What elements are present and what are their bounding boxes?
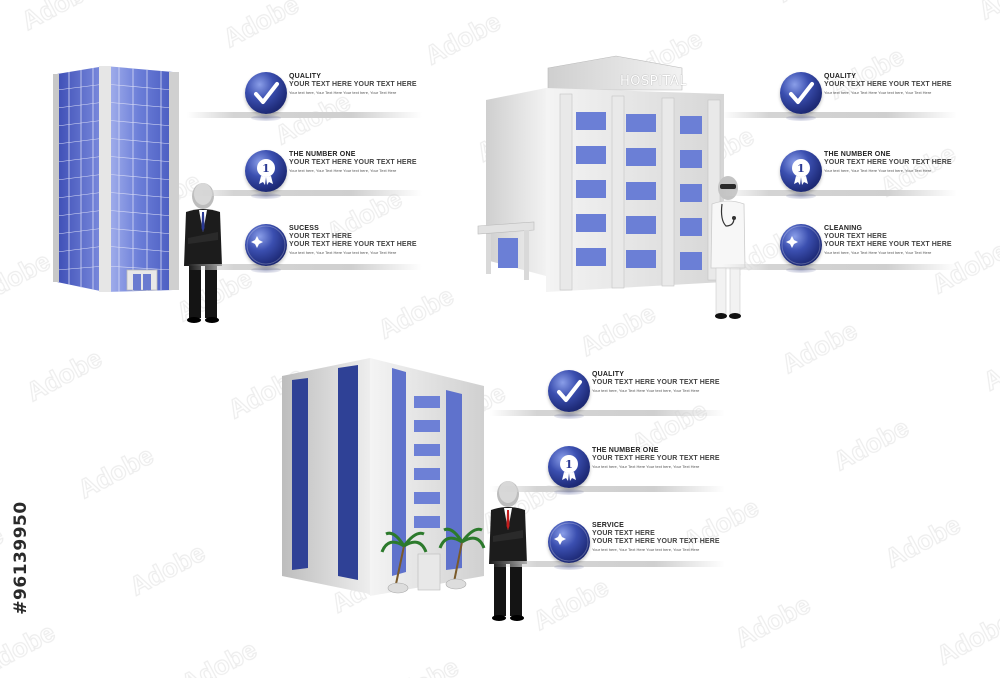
info-item-caption: Your text here, Your Text Here Your text…: [289, 90, 397, 95]
info-item-text: YOUR TEXT HERE YOUR TEXT HERE: [592, 538, 720, 545]
orb-button: [780, 224, 822, 266]
info-item-title: SUCESS: [289, 225, 319, 232]
orb-reflection: [554, 489, 584, 495]
orb-reflection: [251, 267, 281, 273]
info-item-text: YOUR TEXT HERE: [824, 233, 887, 240]
info-item-title: SERVICE: [592, 522, 625, 529]
info-item-caption: Your text here, Your Text Here Your text…: [289, 250, 397, 255]
orb-button: [548, 370, 590, 412]
info-item-title: CLEANING: [824, 225, 863, 232]
shelf-divider: [187, 112, 422, 118]
shelf-divider: [722, 190, 957, 196]
info-item-caption: Your text here, Your Text Here Your text…: [592, 388, 700, 393]
checkmark-icon: [789, 82, 814, 104]
hospital-sign: HOSPITAL: [620, 74, 688, 89]
info-item-text: YOUR TEXT HERE YOUR TEXT HERE: [824, 241, 952, 248]
doctor-figure: [710, 176, 746, 319]
info-item-text: YOUR TEXT HERE YOUR TEXT HERE: [289, 241, 417, 248]
info-item-caption: Your text here, Your Text Here Your text…: [592, 547, 700, 552]
orb-button: [245, 72, 287, 114]
info-item-title: QUALITY: [289, 73, 322, 80]
orb-button: 1: [780, 150, 822, 192]
number-one-badge-icon: 1: [257, 159, 275, 185]
office-building-illustration: [282, 358, 486, 596]
shelf-divider: [187, 190, 422, 196]
info-item-text: YOUR TEXT HERE YOUR TEXT HERE: [289, 159, 417, 166]
info-item-text: YOUR TEXT HERE: [289, 233, 352, 240]
orb-reflection: [251, 115, 281, 121]
info-item-text: YOUR TEXT HERE YOUR TEXT HERE: [824, 159, 952, 166]
info-item-text: YOUR TEXT HERE YOUR TEXT HERE: [289, 81, 417, 88]
orb-reflection: [251, 193, 281, 199]
panel-office-tower: [0, 0, 420, 330]
checkmark-icon: [254, 82, 279, 104]
shelf-divider: [722, 264, 957, 270]
orb-button: [548, 521, 590, 563]
orb-button: [245, 224, 287, 266]
checkmark-icon: [557, 380, 582, 402]
orb-button: 1: [548, 446, 590, 488]
info-item-title: THE NUMBER ONE: [592, 447, 659, 454]
number-one-badge-icon: 1: [792, 159, 810, 185]
number-one-badge-icon: 1: [560, 455, 578, 481]
info-item-title: QUALITY: [824, 73, 857, 80]
orb-reflection: [786, 115, 816, 121]
sparkle-icon: [781, 225, 821, 265]
info-item-caption: Your text here, Your Text Here Your text…: [824, 90, 932, 95]
info-item-caption: Your text here, Your Text Here Your text…: [824, 250, 932, 255]
svg-text:1: 1: [797, 162, 805, 175]
orb-button: 1: [245, 150, 287, 192]
hospital-building-illustration: [477, 55, 724, 292]
orb-reflection: [786, 193, 816, 199]
shelf-divider: [490, 561, 725, 567]
info-item-text: YOUR TEXT HERE: [592, 530, 655, 537]
svg-text:1: 1: [262, 162, 270, 175]
orb-reflection: [554, 564, 584, 570]
info-item-caption: Your text here, Your Text Here Your text…: [592, 464, 700, 469]
shelf-divider: [722, 112, 957, 118]
panel-office-building: [270, 350, 560, 630]
orb-button: [780, 72, 822, 114]
shelf-divider: [187, 264, 422, 270]
info-item-text: YOUR TEXT HERE YOUR TEXT HERE: [824, 81, 952, 88]
businessman-red-tie-figure: [489, 481, 527, 621]
sparkle-icon: [549, 522, 589, 562]
shelf-divider: [490, 410, 725, 416]
sparkle-icon: [246, 225, 286, 265]
info-item-title: THE NUMBER ONE: [289, 151, 356, 158]
svg-text:1: 1: [565, 458, 573, 471]
shelf-divider: [490, 486, 725, 492]
info-item-text: YOUR TEXT HERE YOUR TEXT HERE: [592, 455, 720, 462]
info-item-caption: Your text here, Your Text Here Your text…: [289, 168, 397, 173]
orb-reflection: [786, 267, 816, 273]
info-item-title: QUALITY: [592, 371, 625, 378]
stock-id-text: #96139950: [11, 500, 31, 615]
panel-hospital: HOSPITAL: [470, 40, 760, 330]
businessman-figure: [184, 183, 222, 323]
info-item-caption: Your text here, Your Text Here Your text…: [824, 168, 932, 173]
glass-tower-illustration: [53, 66, 179, 292]
stock-id: #96139950: [6, 450, 36, 665]
orb-reflection: [554, 413, 584, 419]
info-item-title: THE NUMBER ONE: [824, 151, 891, 158]
info-item-text: YOUR TEXT HERE YOUR TEXT HERE: [592, 379, 720, 386]
